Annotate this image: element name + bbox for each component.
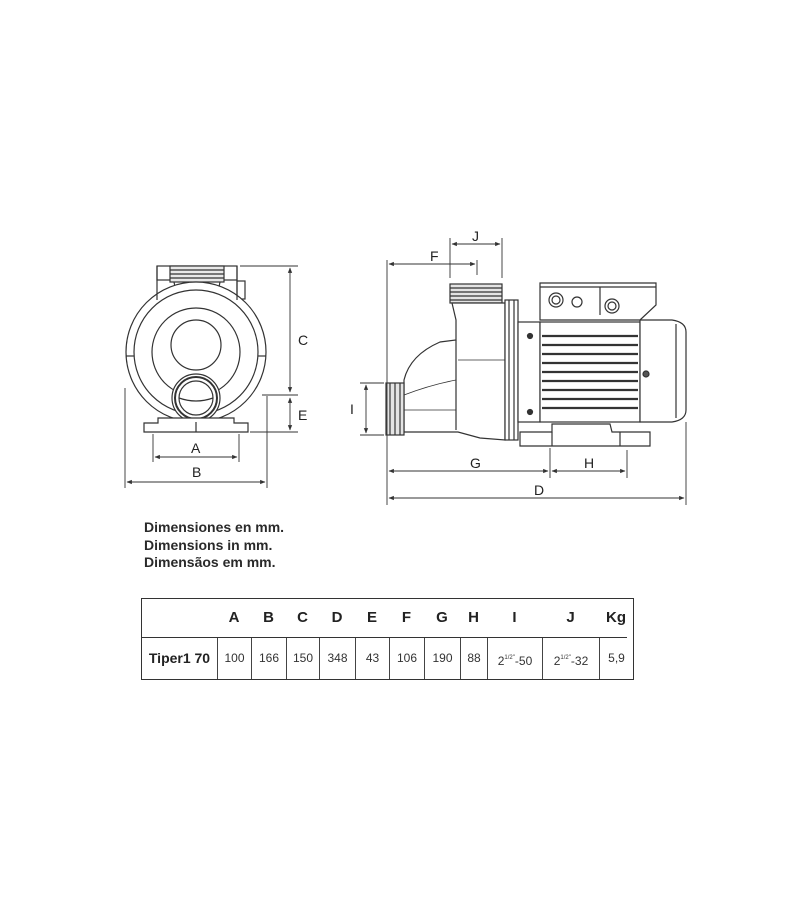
- col-header-d: D: [331, 609, 343, 626]
- dim-label-j: J: [472, 228, 479, 244]
- front-view-dimensions: [124, 265, 298, 488]
- col-header-a: A: [228, 609, 240, 626]
- cell-j-rest: -32: [570, 654, 589, 668]
- row-model-name: Tiper1 70: [148, 650, 211, 666]
- caption-line-en: Dimensions in mm.: [144, 536, 273, 553]
- dim-label-f: F: [430, 248, 439, 264]
- caption-line-pt: Dimensãos em mm.: [144, 554, 276, 570]
- dimensions-caption: Dimensiones en mm. Dimensions in mm. Dim…: [144, 519, 284, 572]
- cell-h: 88: [460, 638, 487, 679]
- dim-label-d: D: [534, 482, 544, 498]
- dim-label-i: I: [350, 401, 354, 417]
- pump-dimension-drawing: C E A B: [124, 228, 687, 505]
- front-view: [125, 265, 267, 433]
- cell-e: 43: [355, 638, 389, 679]
- col-header-b: B: [263, 609, 274, 626]
- dim-label-b: B: [192, 464, 201, 480]
- cell-c: 150: [286, 638, 319, 679]
- cell-i-sup: 1/2": [504, 655, 515, 661]
- col-header-j: J: [566, 609, 575, 626]
- cell-b: 166: [251, 638, 286, 679]
- col-header-e: E: [366, 609, 377, 626]
- cell-j-sup: 1/2": [560, 655, 571, 661]
- caption-line-es: Dimensiones en mm.: [144, 519, 285, 535]
- header-divider: [142, 637, 627, 638]
- dim-label-c: C: [298, 332, 308, 348]
- dim-label-e: E: [298, 407, 307, 423]
- cell-d: 348: [319, 638, 355, 679]
- cell-i-rest: -50: [514, 654, 533, 668]
- dimensions-table: A B C D E F G H I J Kg Tiper1 70 100 166…: [141, 598, 634, 680]
- cell-kg: 5,9: [599, 638, 633, 679]
- cell-j-base: 2: [553, 654, 561, 668]
- col-header-i: I: [512, 609, 517, 626]
- cell-i-base: 2: [497, 654, 505, 668]
- dim-label-g: G: [470, 455, 481, 471]
- cell-i: 21/2"-50: [487, 638, 542, 679]
- cell-g: 190: [424, 638, 460, 679]
- col-header-g: G: [436, 609, 448, 626]
- col-header-h: H: [468, 609, 479, 626]
- dim-label-h: H: [584, 455, 594, 471]
- side-view-dimensions: [360, 238, 687, 505]
- col-header-kg: Kg: [606, 609, 626, 626]
- cell-a: 100: [217, 638, 251, 679]
- col-header-c: C: [297, 609, 308, 626]
- cell-j: 21/2"-32: [542, 638, 599, 679]
- dim-label-a: A: [191, 440, 201, 456]
- cell-f: 106: [389, 638, 424, 679]
- col-header-f: F: [401, 609, 412, 626]
- side-view: [385, 282, 687, 447]
